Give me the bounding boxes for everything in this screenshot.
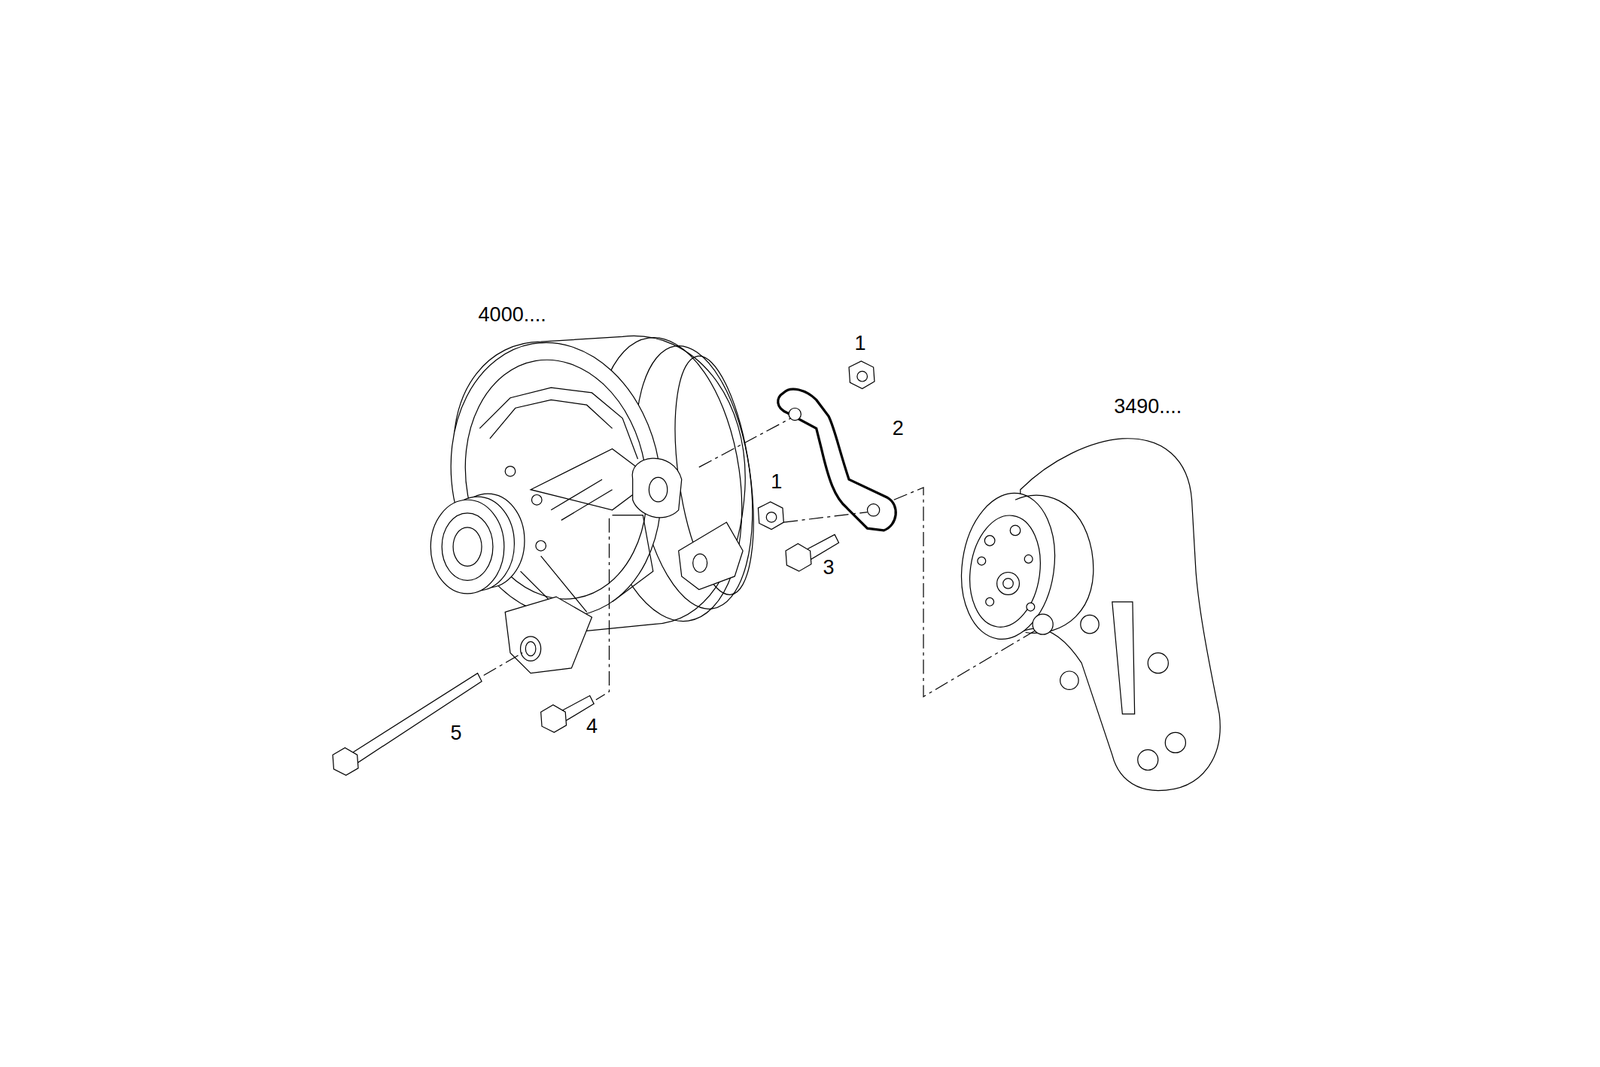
bracket — [778, 389, 897, 531]
long-bolt — [332, 673, 482, 776]
callout-number: 3 — [822, 556, 834, 578]
part-number: 4000.... — [478, 304, 547, 325]
alternator — [429, 325, 768, 674]
bolt — [541, 696, 594, 734]
callout-number: 1 — [854, 332, 866, 353]
nut — [757, 361, 875, 530]
callout-number: 4 — [586, 716, 598, 737]
callout-number: 1 — [770, 471, 782, 492]
callout-number: 2 — [892, 418, 904, 439]
assembly-line — [483, 418, 1041, 700]
mounting-bracket — [952, 438, 1221, 791]
part-number: 3490.... — [1113, 395, 1182, 417]
callout-number: 5 — [450, 722, 463, 743]
